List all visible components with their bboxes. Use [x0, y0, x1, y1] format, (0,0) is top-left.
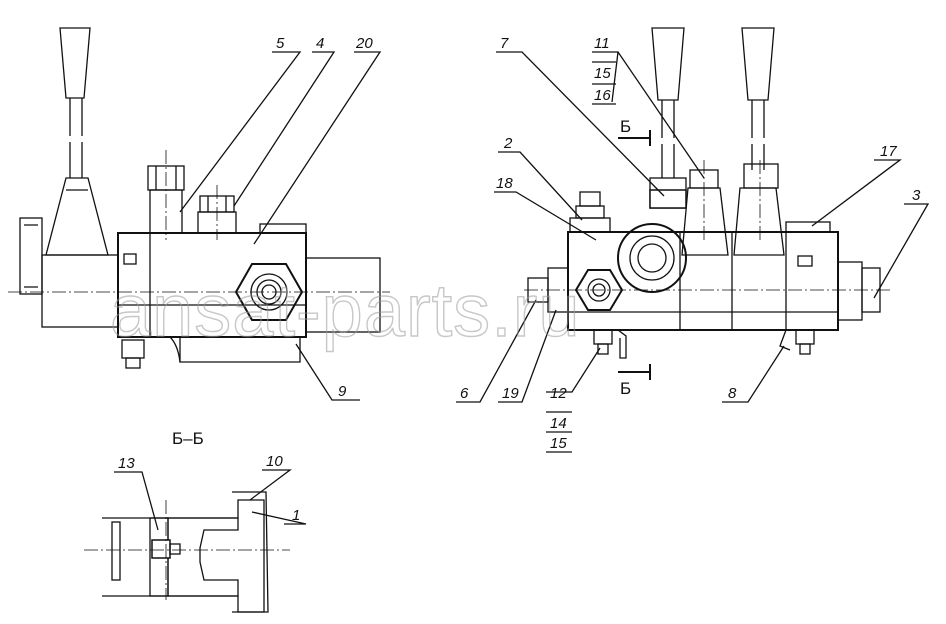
leader-lines	[114, 51, 930, 531]
section-title: Б–Б	[172, 429, 204, 448]
callout-12: 12	[550, 385, 567, 402]
callout-3: 3	[912, 187, 921, 204]
callout-10: 10	[266, 453, 283, 470]
callout-6: 6	[460, 385, 469, 402]
callout-17: 17	[880, 143, 897, 160]
callout-13: 13	[118, 455, 135, 472]
callout-19: 19	[502, 385, 519, 402]
left-valve-view	[8, 27, 390, 369]
watermark: ansat-parts.ru	[110, 269, 581, 352]
callout-14: 14	[550, 415, 567, 432]
callout-7: 7	[500, 35, 509, 52]
callout-4: 4	[316, 35, 324, 52]
right-valve-view	[524, 27, 892, 380]
callout-1: 1	[292, 507, 300, 524]
section-view	[84, 491, 290, 613]
section-mark-bottom: Б	[620, 379, 631, 398]
callout-15-bottom: 15	[550, 435, 567, 452]
callout-8: 8	[728, 385, 737, 402]
section-mark-top: Б	[620, 117, 631, 136]
callout-9: 9	[338, 383, 347, 400]
callout-5: 5	[276, 35, 285, 52]
callout-2: 2	[503, 135, 513, 152]
callout-18: 18	[496, 175, 513, 192]
callout-11: 11	[594, 35, 610, 52]
callout-20: 20	[355, 35, 373, 52]
callout-15-top: 15	[594, 65, 611, 82]
callout-labels: 5 4 20 9 7 11 15 16 2 18 17 3 6 19 12 14…	[118, 35, 921, 524]
callout-16: 16	[594, 87, 611, 104]
